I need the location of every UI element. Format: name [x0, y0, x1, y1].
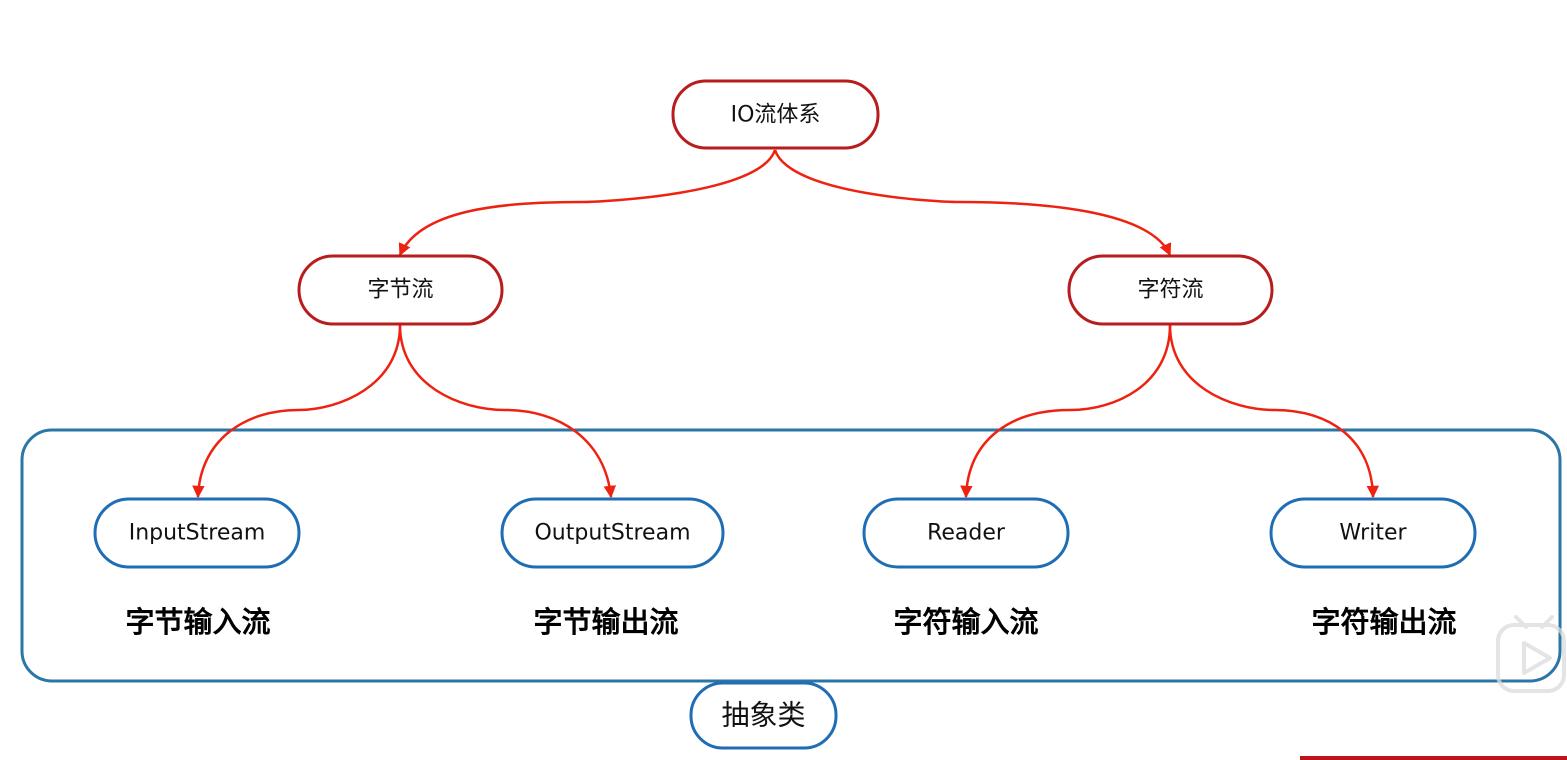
connectors — [192, 149, 1380, 499]
connector-byte-to-outputstream — [398, 324, 617, 499]
reader-node: Reader — [862, 497, 1070, 569]
reader-caption: 字符输入流 — [893, 605, 1038, 639]
root-node-label: IO流体系 — [731, 103, 821, 128]
corner-accent-bar — [1300, 756, 1567, 760]
reader-label: Reader — [927, 521, 1006, 546]
connector-char-to-reader — [960, 324, 1172, 499]
char-stream-label: 字符流 — [1137, 278, 1203, 303]
writer-node: Writer — [1269, 497, 1477, 569]
outputstream-node: OutputStream — [500, 497, 725, 569]
char-stream-node: 字符流 — [1067, 254, 1274, 326]
abstract-class-label: 抽象类 — [721, 699, 805, 732]
root-node: IO流体系 — [671, 79, 880, 150]
byte-stream-label: 字节流 — [367, 278, 433, 303]
byte-stream-node: 字节流 — [297, 254, 504, 326]
outputstream-label: OutputStream — [534, 521, 690, 546]
connector-root-to-char-stream — [773, 149, 1172, 257]
connector-byte-to-inputstream — [192, 324, 402, 499]
writer-label: Writer — [1339, 521, 1407, 546]
outputstream-caption: 字节输出流 — [533, 605, 678, 639]
inputstream-label: InputStream — [129, 521, 266, 546]
abstract-class-group-frame — [20, 428, 1562, 683]
writer-caption: 字符输出流 — [1311, 605, 1456, 639]
inputstream-node: InputStream — [93, 497, 301, 569]
play-watermark-icon — [1496, 615, 1566, 693]
abstract-class-label-node: 抽象类 — [689, 681, 838, 750]
connector-root-to-byte-stream — [398, 149, 777, 257]
connector-char-to-writer — [1168, 324, 1380, 499]
inputstream-caption: 字节输入流 — [125, 605, 270, 639]
